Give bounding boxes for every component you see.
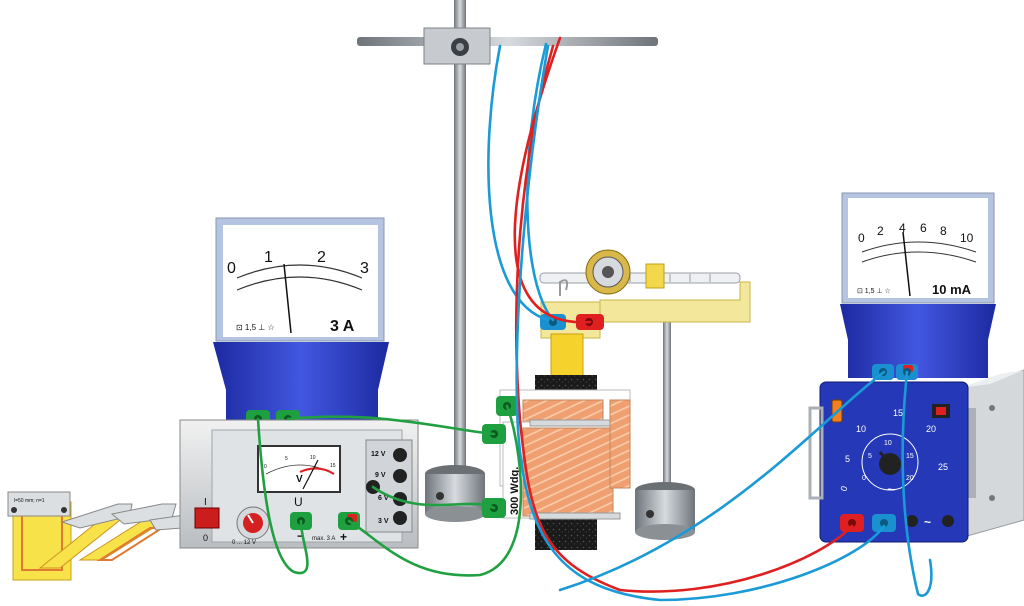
milliammeter-tick-2: 2 [877, 224, 884, 238]
ammeter-3a-dial [223, 225, 378, 337]
milliammeter-range: 10 mA [932, 282, 972, 297]
amplifier-socket-3[interactable] [906, 515, 918, 527]
minus-label: − [297, 529, 304, 543]
tap-label-3v: 3 V [378, 518, 389, 525]
supply-meter-tick-1: 5 [285, 456, 288, 462]
ammeter-3a-needle [283, 263, 292, 334]
supply-meter-tick-2: 10 [310, 455, 316, 461]
dial-tick-0: 0 [838, 485, 849, 493]
milliammeter-tick-10: 10 [960, 231, 974, 245]
wire-green-4[interactable] [371, 485, 496, 510]
conductor-loop [550, 333, 584, 381]
milliammeter-tick-8: 8 [940, 224, 947, 238]
inner-dial-10: 10 [884, 440, 892, 447]
dial-ac-symbol: ~ [887, 481, 895, 497]
balance-stand [635, 318, 695, 540]
milliammeter-body [840, 304, 996, 378]
switch-off-label: 0 [203, 533, 208, 543]
milliammeter-class: ⊡ 1,5 ⊥ ☆ [857, 287, 891, 295]
tap-socket-3v[interactable] [393, 511, 407, 525]
wire-blue-long[interactable] [515, 44, 886, 602]
tap-label-6v: 6 V [378, 495, 389, 502]
ammeter-3a-tick-1: 1 [264, 249, 273, 266]
sample-label: l=50 mm; n=1 [14, 498, 45, 504]
tap-socket-9v[interactable] [393, 469, 407, 483]
wire-red-long[interactable] [514, 44, 854, 593]
ammeter-3a-body [213, 342, 389, 430]
power-supply: 0 5 10 15 V U I 0 0 ... 12 V − max. 3 A … [179, 419, 419, 549]
dial-tick-5: 5 [845, 454, 850, 464]
dial-tick-15: 15 [893, 408, 903, 418]
milliammeter-tick-6: 6 [920, 221, 927, 235]
inner-dial-5: 5 [868, 453, 872, 460]
rider-weight[interactable] [645, 263, 665, 289]
ammeter-3a-tick-2: 2 [317, 249, 326, 266]
electromagnet: 300 Wdg. [482, 375, 631, 550]
tap-label-9v: 9 V [375, 472, 386, 479]
output-ac-symbol: ~ [924, 515, 931, 529]
dial-tick-10: 10 [856, 424, 866, 434]
retort-stand [357, 0, 658, 522]
supply-meter-tick-3: 15 [330, 463, 336, 469]
tap-socket-12v[interactable] [393, 448, 407, 462]
wire-blue-loop[interactable] [901, 370, 933, 597]
ammeter-3a-range: 3 A [330, 318, 355, 335]
ammeter-3a: 0 1 2 3 ⊡ 1,5 ⊥ ☆ 3 A [213, 217, 389, 430]
cables [256, 36, 933, 602]
wire-green-3[interactable] [347, 404, 523, 577]
wire-blue-meter[interactable] [558, 370, 886, 592]
ammeter-3a-tick-0: 0 [227, 260, 236, 277]
tap-label-12v: 12 V [371, 451, 386, 458]
milliammeter-needle [902, 231, 911, 297]
dial-tick-20: 20 [926, 424, 936, 434]
milliammeter-tick-4: 4 [899, 221, 906, 235]
dial-tick-25: 25 [938, 462, 948, 472]
max-current-label: max. 3 A [312, 536, 335, 542]
plus-label: + [340, 530, 347, 544]
cross-rod [357, 37, 658, 46]
coil-winding-front [522, 427, 614, 517]
inner-dial-15: 15 [906, 453, 914, 460]
milliammeter-tick-0: 0 [858, 231, 865, 245]
wire-green-1[interactable] [256, 417, 309, 575]
voltage-range-label: 0 ... 12 V [232, 540, 256, 546]
supply-u-label: U [294, 495, 303, 509]
sample-conductors: l=50 mm; n=1 [7, 491, 209, 581]
amplifier-socket-4[interactable] [942, 515, 954, 527]
current-balance [539, 249, 751, 381]
hook-icon [559, 279, 569, 296]
inner-dial-0: 0 [862, 475, 866, 482]
wire-green-2[interactable] [286, 415, 496, 436]
supply-meter-needle [302, 459, 319, 490]
supply-meter-label: V [296, 474, 303, 485]
wire-blue-top[interactable] [487, 44, 550, 322]
power-switch[interactable] [194, 507, 220, 529]
ammeter-3a-class: ⊡ 1,5 ⊥ ☆ [236, 323, 275, 332]
measuring-amplifier: 0 5 10 15 20 25 0 5 10 15 20 ~ ~ [808, 369, 1024, 543]
milliammeter-10ma: 0 2 4 6 8 10 ⊡ 1,5 ⊥ ☆ 10 mA [840, 192, 996, 380]
supply-meter-tick-0: 0 [264, 464, 267, 470]
coil-label: 300 Wdg. [509, 467, 521, 515]
stand-rod [454, 0, 466, 470]
ammeter-3a-tick-3: 3 [360, 260, 369, 277]
switch-on-label: I [204, 497, 207, 508]
supply-voltmeter [257, 445, 341, 493]
inner-dial-20: 20 [906, 475, 914, 482]
